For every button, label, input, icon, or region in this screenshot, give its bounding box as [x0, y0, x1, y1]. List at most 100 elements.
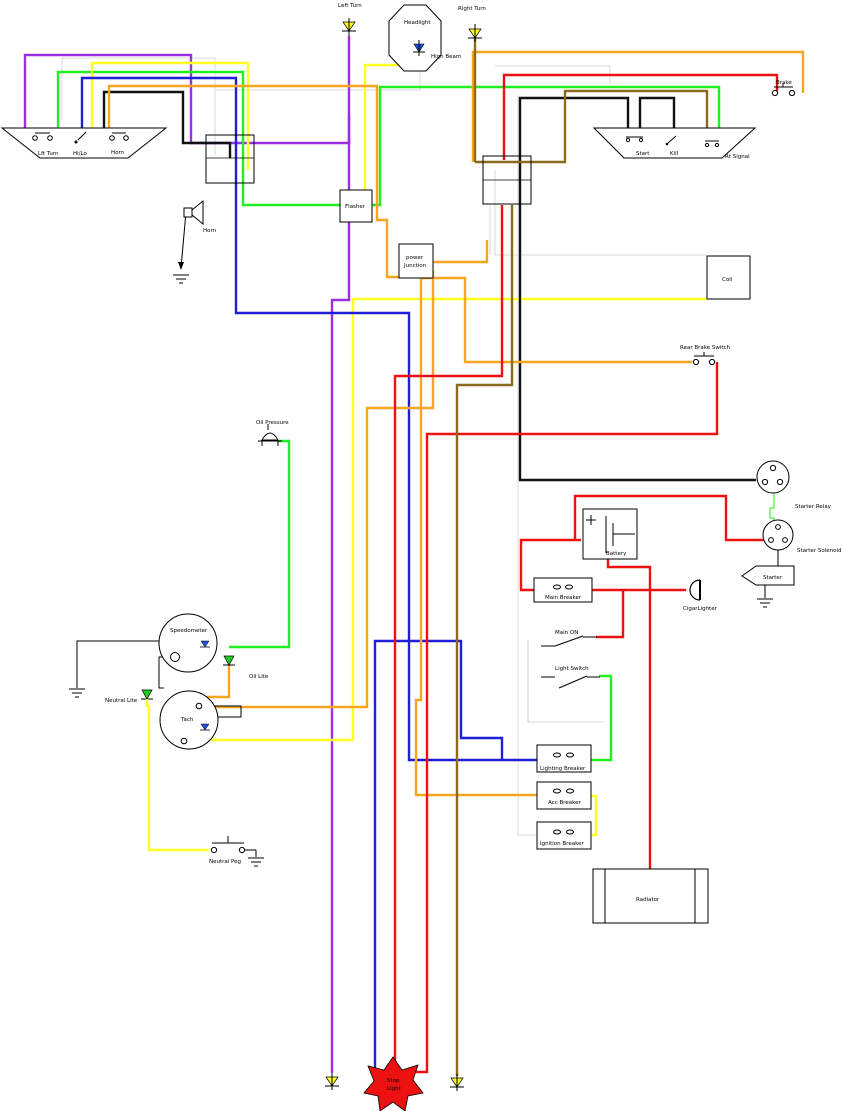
coil-label: Coil [722, 277, 733, 283]
oil-lite: Oil Lite [223, 655, 269, 680]
main-on-label: Main ON [555, 630, 578, 636]
cigar-lighter: CigarLighter [683, 579, 718, 612]
starter-solenoid-label: Starter Solenoid [797, 548, 841, 554]
flasher: Flasher [339, 189, 373, 223]
light-switch[interactable]: Light Switch [541, 666, 600, 689]
right-handlebar-pod: Start Kill Rt Signal [592, 127, 757, 160]
kill-switch[interactable] [665, 135, 677, 146]
kill-label: Kill [670, 151, 679, 157]
horn-ground-icon [173, 274, 189, 284]
lft-turn-label: Lft Turn [38, 151, 59, 157]
orange-wire-junction-right [433, 240, 489, 264]
brown-wire-rt-signal [475, 89, 709, 164]
headlight-label: Headlight [404, 20, 431, 26]
rear-brake-switch: Rear Brake Switch [680, 345, 731, 366]
green-wire-hilo [56, 70, 340, 207]
red-wire-starter-relay [573, 494, 765, 542]
left-turn-lamp-top: Left Turn [338, 3, 362, 36]
speedometer-label: Speedometer [170, 628, 208, 634]
acc-breaker-label: Acc Breaker [548, 800, 582, 806]
start-label: Start [636, 151, 650, 157]
right-turn-lamp-rear [450, 1074, 464, 1091]
speedometer: Speedometer [158, 613, 218, 673]
red-wire-main-on [596, 590, 625, 639]
orange-wire-brake [471, 50, 805, 162]
ignition-breaker[interactable]: Ignition Breaker [536, 821, 592, 850]
starter-solenoid: Starter Solenoid [762, 519, 841, 554]
lighting-breaker-label: Lighting Breaker [540, 766, 586, 772]
rt-signal-switch[interactable] [704, 140, 720, 148]
horn-switch[interactable] [109, 132, 129, 141]
gray-wires [61, 57, 706, 836]
horn-switch-label: Horn [111, 150, 125, 156]
starter-relay-label: Starter Relay [795, 504, 832, 510]
black-wire-horn [102, 90, 232, 158]
black-wire-start [518, 96, 756, 482]
radiator: Radiator [592, 868, 709, 924]
ignition-breaker-label: Ignition Breaker [540, 841, 584, 847]
starter-label: Starter [763, 575, 783, 581]
main-on-switch[interactable]: Main ON [541, 630, 597, 647]
orange-wire-rear-brake [420, 276, 692, 364]
tach: Tach [159, 690, 219, 750]
brake-switch: Brake [771, 80, 796, 97]
neutral-peg: Neutral Peg [209, 836, 264, 867]
power-junction-label-2: Junction [403, 263, 427, 269]
purple-wire-down [330, 115, 351, 1073]
oil-lite-label: Oil Lite [249, 674, 269, 680]
left-turn-lamp-rear [325, 1073, 339, 1090]
right-turn-lamp-top: Right Turn [458, 6, 486, 42]
battery: Battery [582, 508, 638, 560]
coil: Coil [706, 255, 751, 300]
neutral-peg-ground-icon [248, 857, 264, 867]
power-junction-label-1: power [406, 255, 424, 261]
hi-lo-switch[interactable] [74, 131, 87, 144]
orange-wire-horn-flasher [107, 84, 410, 279]
left-turn-top-label: Left Turn [338, 3, 362, 9]
neutral-lite-label: Neutral Lite [105, 698, 138, 704]
stop-light-label-1: Stop [387, 1078, 400, 1084]
yellow-wire-headlight [90, 61, 250, 170]
speedometer-ground-icon [69, 688, 85, 698]
hi-lo-label: Hi/Lo [73, 151, 87, 157]
high-beam-label: High Beam [431, 54, 461, 60]
rt-signal-label: Rt Signal [725, 154, 750, 160]
main-breaker-label: Main Breaker [545, 595, 582, 601]
battery-label: Battery [606, 551, 627, 557]
red-wire-main-breaker [519, 538, 581, 592]
acc-breaker[interactable]: Acc Breaker [536, 781, 592, 810]
stop-light: Stop Light [363, 1056, 424, 1111]
orange-wire-tach [201, 270, 435, 709]
power-junction: power Junction [398, 243, 434, 279]
yellow-wire-coil [190, 297, 706, 742]
light-switch-label: Light Switch [555, 666, 589, 672]
right-turn-top-label: Right Turn [458, 6, 486, 12]
brown-wire-stop [455, 205, 514, 1076]
oil-pressure-label: Oil Pressure [256, 420, 289, 426]
headlight: Headlight High Beam [388, 4, 461, 72]
red-wire-stop-1 [393, 205, 504, 1075]
flasher-label: Flasher [345, 204, 366, 210]
red-wire-radiator [606, 545, 652, 869]
rear-brake-switch-label: Rear Brake Switch [680, 345, 731, 351]
radiator-label: Radiator [636, 897, 660, 903]
black-wire-kill [638, 96, 676, 143]
cigar-lighter-label: CigarLighter [683, 606, 718, 612]
orange-wire-oil-tach [204, 664, 231, 699]
main-breaker[interactable]: Main Breaker [533, 577, 593, 603]
green-wire-starter-relay [769, 488, 775, 526]
neutral-peg-label: Neutral Peg [209, 859, 241, 865]
left-turn-switch[interactable] [32, 132, 53, 141]
horn-label: Horn [203, 228, 217, 234]
starter-ground-icon [757, 598, 773, 608]
blue-wire-stop [373, 639, 504, 1072]
lighting-breaker[interactable]: Lighting Breaker [536, 744, 592, 773]
tach-label: Tach [180, 717, 194, 723]
start-switch[interactable] [625, 136, 644, 143]
green-wire-oil-pressure [229, 439, 291, 649]
yellow-wire-neutral [145, 699, 209, 852]
oil-pressure-sender: Oil Pressure [256, 420, 289, 446]
yellow-wire-acc-ignition [591, 794, 598, 837]
